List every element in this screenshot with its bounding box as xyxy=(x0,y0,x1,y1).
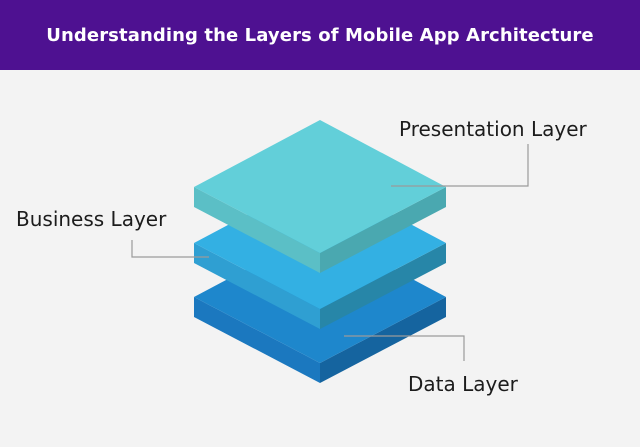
page-title: Understanding the Layers of Mobile App A… xyxy=(46,24,594,46)
header-banner: Understanding the Layers of Mobile App A… xyxy=(0,0,640,70)
data-layer-label: Data Layer xyxy=(408,372,518,396)
presentation-layer-label: Presentation Layer xyxy=(399,117,587,141)
presentation-connector xyxy=(391,144,529,187)
business-layer-label: Business Layer xyxy=(16,207,167,231)
presentation-layer-slab xyxy=(194,120,446,273)
data-connector xyxy=(344,335,465,361)
business-connector xyxy=(131,240,209,258)
